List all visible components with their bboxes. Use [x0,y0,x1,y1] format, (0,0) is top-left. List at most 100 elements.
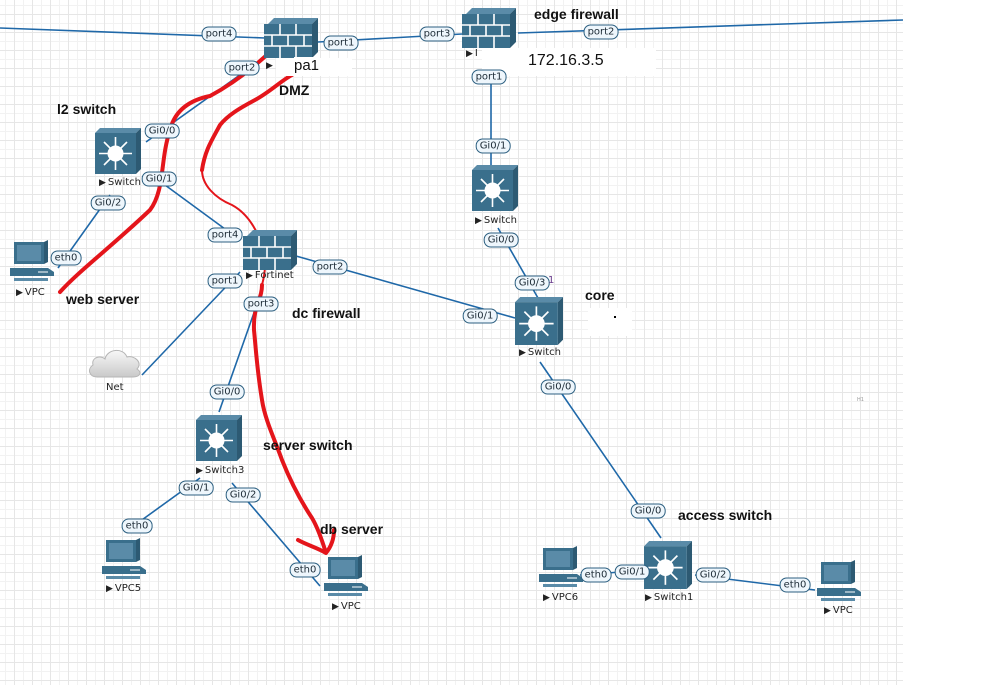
pa1-label: pa1 [294,57,320,74]
port-label[interactable]: Gi0/2 [695,567,731,583]
port-label[interactable]: eth0 [121,518,153,534]
server-switch-node[interactable] [196,415,242,461]
vpc6-node[interactable] [537,546,583,590]
play-icon: ▶ [246,271,253,281]
port-suffix: 1 [548,275,555,286]
traffic-path-annotation-lower [251,283,336,555]
pc-icon [817,560,861,601]
port-label[interactable]: port4 [201,26,237,42]
switch-icon [196,415,242,461]
port-label[interactable]: Gi0/1 [141,171,177,187]
vpc5-label[interactable]: ▶VPC5 [106,583,142,594]
port-label[interactable]: port2 [224,60,260,76]
firewall-icon [243,230,297,270]
web-vpc-label[interactable]: ▶VPC [16,287,45,298]
stray-mark: H1 [857,397,864,403]
link-fortinet-net[interactable] [141,271,241,376]
l2-switch-annotation: l2 switch [57,101,117,117]
access-switch-label[interactable]: ▶Switch1 [645,592,694,603]
port-label[interactable]: port2 [312,259,348,275]
switch-icon [95,128,141,174]
port-label[interactable]: eth0 [289,562,321,578]
play-icon: ▶ [332,602,339,612]
edge-switch-node[interactable] [472,165,518,211]
port-label[interactable]: eth0 [580,567,612,583]
server-switch-label[interactable]: ▶Switch3 [196,465,245,476]
web-vpc-node[interactable] [8,240,54,284]
edge-firewall-node[interactable] [462,8,516,48]
port-label[interactable]: Gi0/0 [540,379,576,395]
firewall-icon [462,8,516,48]
play-icon: ▶ [519,348,526,358]
dc-fortinet-node[interactable] [243,230,297,270]
port-label[interactable]: port2 [583,24,619,40]
port-label[interactable]: Gi0/0 [483,232,519,248]
port-label[interactable]: Gi0/2 [90,195,126,211]
play-icon: ▶ [196,466,203,476]
server-switch-annotation: server switch [263,437,353,453]
pc-icon [102,538,146,579]
port-label[interactable]: Gi0/0 [144,123,180,139]
port-label[interactable]: port1 [323,35,359,51]
link-edge-internet[interactable] [517,19,904,34]
vpc6-label[interactable]: ▶VPC6 [543,592,579,603]
net-cloud-node[interactable] [87,345,143,379]
port-label[interactable]: Gi0/0 [630,503,666,519]
db-vpc-node[interactable] [322,555,368,599]
pc-icon [10,240,54,281]
port-label[interactable]: Gi0/2 [225,487,261,503]
dc-fortinet-label[interactable]: ▶Fortinet [246,270,294,281]
core-dot [614,316,616,318]
port-label[interactable]: port1 [207,273,243,289]
play-icon: ▶ [16,288,23,298]
port-label[interactable]: Gi0/1 [178,480,214,496]
port-label[interactable]: Gi0/1 [462,308,498,324]
edge-firewall-label[interactable]: ▶I [466,48,478,59]
firewall-icon [264,18,318,58]
edge-ip-label: 172.16.3.5 [524,50,608,72]
port-label[interactable]: Gi0/0 [209,384,245,400]
port-label[interactable]: Gi0/3 [514,275,550,291]
pc-icon [539,546,583,587]
pa-firewall-run-indicator[interactable]: ▶ [266,60,275,71]
play-icon: ▶ [466,49,473,59]
l2-switch-label[interactable]: ▶Switch [99,177,141,188]
core-switch-node[interactable] [515,297,563,345]
edge-firewall-annotation: edge firewall [534,6,619,22]
core-annotation: core [585,287,615,303]
play-icon: ▶ [266,61,273,71]
port-label[interactable]: port4 [207,227,243,243]
pa-firewall-node[interactable] [264,18,318,58]
l2-switch-node[interactable] [95,128,141,174]
dmz-label: DMZ [279,82,310,98]
core-switch-label[interactable]: ▶Switch [519,347,561,358]
port-label[interactable]: eth0 [779,577,811,593]
port-label[interactable]: port3 [419,26,455,42]
play-icon: ▶ [99,178,106,188]
access-vpc-node[interactable] [815,560,861,604]
play-icon: ▶ [645,593,652,603]
db-vpc-label[interactable]: ▶VPC [332,601,361,612]
pc-icon [324,555,368,596]
cloud-icon [89,350,141,378]
play-icon: ▶ [106,584,113,594]
play-icon: ▶ [824,606,831,616]
port-label[interactable]: port3 [243,296,279,312]
switch-icon [644,541,692,589]
access-switch-annotation: access switch [678,507,773,523]
edge-switch-label[interactable]: ▶Switch [475,215,517,226]
db-server-annotation: db server [320,521,384,537]
port-label[interactable]: port1 [471,69,507,85]
port-label[interactable]: eth0 [50,250,82,266]
play-icon: ▶ [475,216,482,226]
topology-canvas[interactable] [0,0,903,685]
core-mask [588,308,632,336]
port-label[interactable]: Gi0/1 [475,138,511,154]
vpc5-node[interactable] [100,538,146,582]
switch-icon [515,297,563,345]
access-vpc-label[interactable]: ▶VPC [824,605,853,616]
port-label[interactable]: Gi0/1 [614,564,650,580]
play-icon: ▶ [543,593,550,603]
net-cloud-label[interactable]: Net [106,382,124,393]
access-switch-node[interactable] [644,541,692,589]
